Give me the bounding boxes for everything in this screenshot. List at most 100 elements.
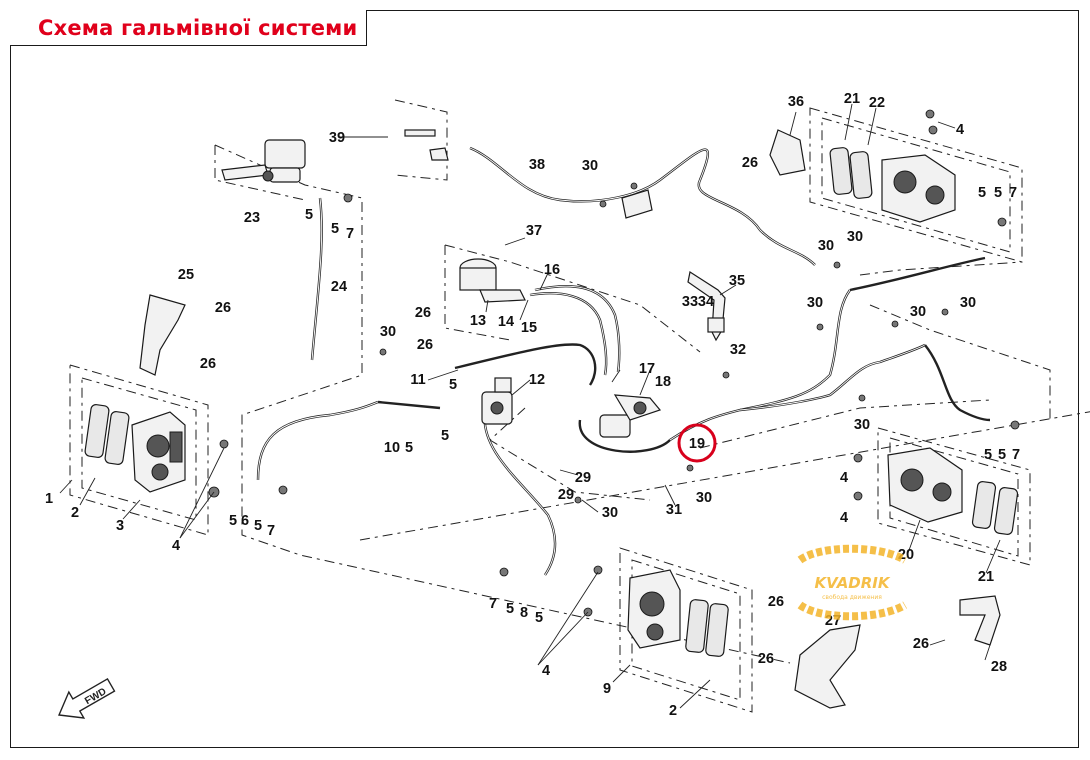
callout-13: 13 <box>470 313 486 329</box>
callout-30: 30 <box>696 490 712 506</box>
highlight-circle <box>677 423 717 463</box>
callout-29: 29 <box>575 470 591 486</box>
callout-5: 5 <box>978 185 986 201</box>
rear-right-line-outline <box>869 304 1051 420</box>
callout-1: 1 <box>45 491 53 507</box>
callout-7: 7 <box>1012 447 1020 463</box>
kvadrik-watermark: KVADRIK свобода движения <box>797 544 908 621</box>
callout-4: 4 <box>542 663 550 679</box>
front-master-cylinder <box>221 139 306 183</box>
callout-5: 5 <box>254 518 262 534</box>
bracket-36 <box>769 129 806 176</box>
leader-lines <box>59 103 1001 709</box>
callout-30: 30 <box>582 158 598 174</box>
callout-22: 22 <box>869 95 885 111</box>
callout-30: 30 <box>960 295 976 311</box>
callout-5: 5 <box>535 610 543 626</box>
callout-5: 5 <box>984 447 992 463</box>
brake-guard-27 <box>794 624 861 709</box>
callout-6: 6 <box>241 513 249 529</box>
hose-rear-lower <box>578 419 671 453</box>
callout-26: 26 <box>768 594 784 610</box>
callout-34: 34 <box>698 294 714 310</box>
rear-right-hose <box>849 256 986 292</box>
brake-pedal-35 <box>687 271 726 342</box>
callout-2: 2 <box>71 505 79 521</box>
callout-21: 21 <box>844 91 860 107</box>
callout-35: 35 <box>729 273 745 289</box>
callout-4: 4 <box>956 122 964 138</box>
callout-30: 30 <box>807 295 823 311</box>
callout-39: 39 <box>329 130 345 146</box>
callout-30: 30 <box>818 238 834 254</box>
callout-30: 30 <box>380 324 396 340</box>
rear-left-hose <box>924 344 991 422</box>
page-title: Схема гальмівної системи <box>38 16 358 40</box>
callout-23: 23 <box>244 210 260 226</box>
callout-25: 25 <box>178 267 194 283</box>
callout-9: 9 <box>603 681 611 697</box>
callout-26: 26 <box>215 300 231 316</box>
callout-28: 28 <box>991 659 1007 675</box>
callout-36: 36 <box>788 94 804 110</box>
callout-26: 26 <box>742 155 758 171</box>
callout-31: 31 <box>666 502 682 518</box>
watermark-tagline: свобода движения <box>822 594 882 601</box>
callout-21: 21 <box>978 569 994 585</box>
watermark-brand: KVADRIK <box>814 574 890 592</box>
fwd-label: FWD <box>83 686 108 707</box>
callout-5: 5 <box>305 207 313 223</box>
callout-14: 14 <box>498 314 514 330</box>
callout-26: 26 <box>913 636 929 652</box>
callout-7: 7 <box>489 596 497 612</box>
callout-24: 24 <box>331 279 347 295</box>
callout-5: 5 <box>449 377 457 393</box>
callout-5: 5 <box>994 185 1002 201</box>
callout-7: 7 <box>346 226 354 242</box>
front-tee-hose <box>377 400 441 410</box>
bracket-28 <box>959 595 1001 646</box>
callout-2: 2 <box>669 703 677 719</box>
rear-line-outline <box>699 399 991 449</box>
callout-5: 5 <box>229 513 237 529</box>
callout-5: 5 <box>506 601 514 617</box>
callout-5: 5 <box>441 428 449 444</box>
callout-18: 18 <box>655 374 671 390</box>
callout-30: 30 <box>854 417 870 433</box>
handlebar-master-outline <box>214 145 306 201</box>
callout-26: 26 <box>417 337 433 353</box>
fwd-arrow: FWD <box>58 677 116 719</box>
callout-5: 5 <box>405 440 413 456</box>
front-right-caliper-outline <box>619 547 753 713</box>
callout-33: 33 <box>682 294 698 310</box>
title-box: Схема гальмівної системи <box>10 10 367 46</box>
callout-17: 17 <box>639 361 655 377</box>
rear-right-caliper-inner-outline <box>821 117 1011 253</box>
callout-26: 26 <box>415 305 431 321</box>
callout-7: 7 <box>1009 185 1017 201</box>
callout-12: 12 <box>529 372 545 388</box>
callout-19: 19 <box>689 436 705 452</box>
rear-left-line <box>739 343 926 412</box>
callout-26: 26 <box>758 651 774 667</box>
callout-3: 3 <box>116 518 124 534</box>
callout-16: 16 <box>544 262 560 278</box>
bolts <box>208 109 1020 617</box>
callout-11: 11 <box>410 372 425 388</box>
callout-32: 32 <box>730 342 746 358</box>
callout-38: 38 <box>529 157 545 173</box>
callout-30: 30 <box>910 304 926 320</box>
rear-right-caliper <box>829 147 956 223</box>
brake-guard-25 <box>139 294 186 376</box>
rear-top-line-outline <box>859 261 1023 276</box>
callout-29: 29 <box>558 487 574 503</box>
callout-8: 8 <box>520 605 528 621</box>
callout-7: 7 <box>267 523 275 539</box>
arrow-left-icon <box>58 677 116 719</box>
front-right-caliper-inner-outline <box>631 559 741 701</box>
callout-4: 4 <box>840 470 848 486</box>
front-left-caliper <box>84 404 186 493</box>
frame-outline-line <box>359 411 1090 541</box>
parking-cable-outline <box>394 99 448 181</box>
